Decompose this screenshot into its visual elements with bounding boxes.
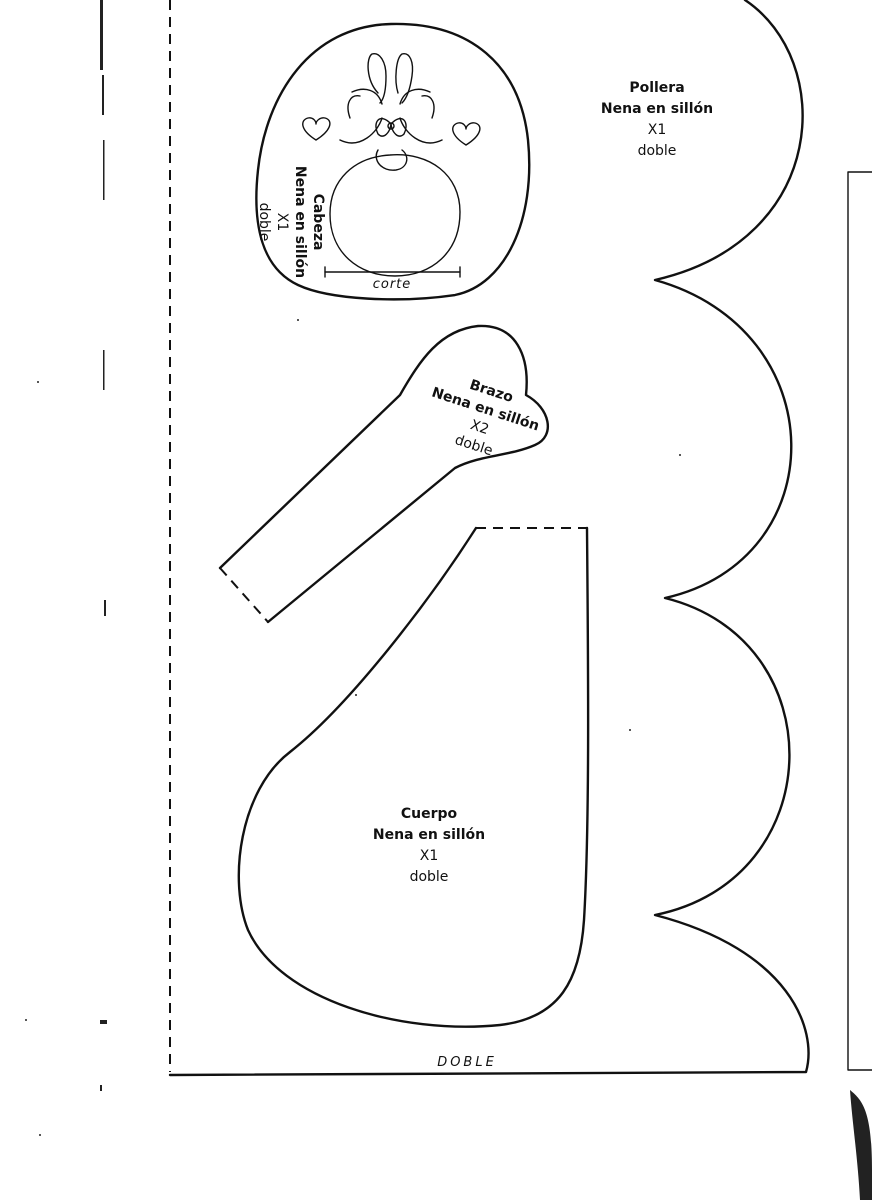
cabeza-outline (255, 22, 531, 301)
brazo-outline (218, 324, 549, 624)
cuerpo-quantity: X1 (420, 848, 439, 864)
cabeza-subtitle: Nena en sillón (292, 166, 308, 278)
scan-dots (25, 319, 681, 1136)
adjacent-piece-outline (847, 171, 872, 1071)
pollera-quantity: X1 (648, 122, 667, 138)
pollera-fold: doble (638, 143, 677, 159)
cuerpo-subtitle: Nena en sillón (373, 827, 485, 843)
cabeza-cut-label: corte (373, 277, 412, 292)
pollera-outline (168, 0, 810, 1077)
cabeza-face-drawing (302, 53, 481, 277)
cabeza-fold: doble (256, 203, 272, 242)
heart-left-icon (302, 117, 331, 141)
pollera-label: Pollera Nena en sillón X1 doble (601, 80, 713, 159)
pollera-name: Pollera (629, 80, 684, 96)
cabeza-quantity: X1 (274, 213, 290, 232)
cuerpo-outline (237, 526, 590, 1028)
fold-edge-label: DOBLE (437, 1055, 497, 1070)
brazo-fold-line (219, 567, 269, 623)
cabeza-piece: corte Cabeza Nena en sillón X1 doble (255, 22, 531, 301)
cabeza-name: Cabeza (310, 194, 326, 251)
brazo-fold: doble (453, 432, 495, 459)
pollera-piece (168, 0, 810, 1077)
cuerpo-fold: doble (410, 869, 449, 885)
brazo-quantity: X2 (468, 417, 491, 438)
cuerpo-name: Cuerpo (401, 806, 458, 822)
cuerpo-piece: Cuerpo Nena en sillón X1 doble (237, 526, 590, 1028)
scan-edge-marks (100, 0, 872, 1200)
pollera-subtitle: Nena en sillón (601, 101, 713, 117)
brazo-piece: Brazo Nena en sillón X2 doble (218, 324, 549, 624)
heart-right-icon (452, 122, 481, 146)
